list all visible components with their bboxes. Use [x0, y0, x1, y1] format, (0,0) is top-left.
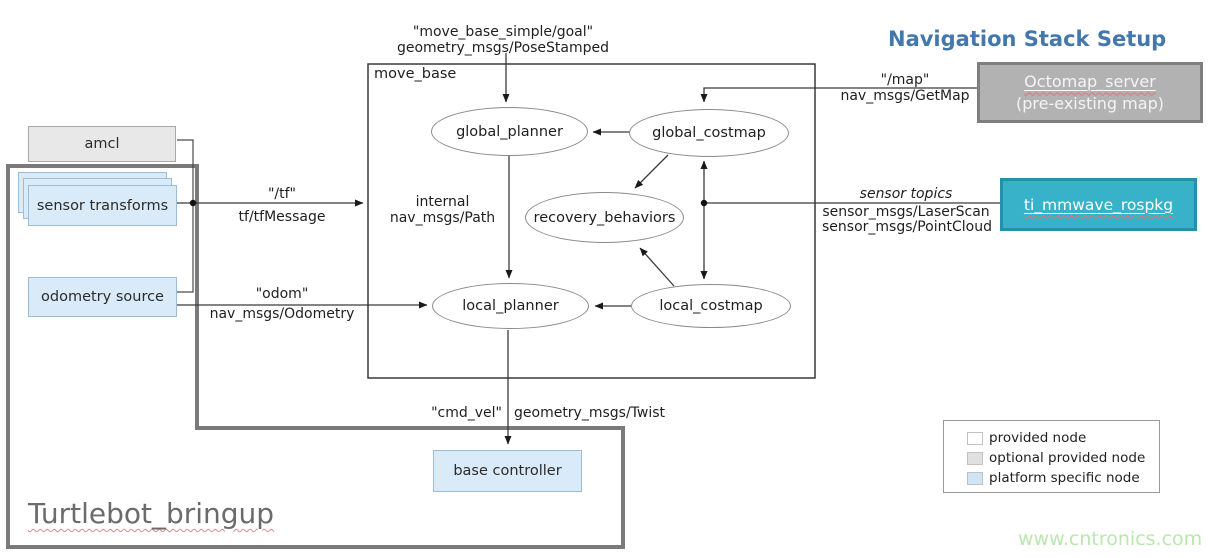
node-odometry-source: odometry source	[28, 277, 177, 317]
move-base-frame	[367, 63, 816, 379]
node-ti-mmwave-rospkg: ti_mmwave_rospkg	[1000, 178, 1197, 231]
turtlebot-bringup-label: Turtlebot_bringup	[28, 497, 275, 530]
node-octomap-server: Octomap_server (pre-existing map)	[977, 62, 1203, 123]
internal-type: nav_msgs/Path	[389, 210, 496, 226]
tf-bus-connector	[177, 139, 194, 293]
cmdvel-topic: "cmd_vel"	[431, 405, 502, 421]
legend-swatch-optional	[967, 451, 983, 465]
node-local-planner: local_planner	[432, 283, 589, 329]
sensor-type-laserscan: sensor_msgs/LaserScan	[822, 204, 990, 220]
odom-type: nav_msgs/Odometry	[209, 306, 355, 322]
legend-label-platform: platform specific node	[989, 470, 1140, 486]
legend-row-platform: platform specific node	[967, 470, 1151, 486]
move-base-frame-label: move_base	[374, 66, 457, 82]
odom-topic: "odom"	[255, 286, 309, 302]
legend-label-provided: provided node	[989, 430, 1087, 446]
map-type: nav_msgs/GetMap	[840, 88, 970, 104]
tf-type: tf/tfMessage	[238, 209, 326, 225]
legend-label-optional: optional provided node	[989, 450, 1146, 466]
watermark: www.cntronics.com	[1018, 528, 1203, 550]
legend: provided node optional provided node pla…	[943, 420, 1160, 493]
tf-junction-dot	[189, 199, 197, 207]
cmdvel-type: geometry_msgs/Twist	[514, 405, 666, 421]
node-global-planner-label: global_planner	[456, 123, 563, 140]
node-odometry-source-label: odometry source	[41, 289, 164, 305]
node-recovery-behaviors: recovery_behaviors	[525, 192, 684, 243]
node-local-planner-label: local_planner	[462, 298, 559, 314]
internal-path-labels: internal nav_msgs/Path	[380, 194, 505, 226]
node-global-costmap-label: global_costmap	[652, 125, 766, 141]
turtlebot-frame	[6, 164, 625, 549]
page-title: Navigation Stack Setup	[888, 27, 1167, 51]
node-local-costmap-label: local_costmap	[659, 298, 763, 314]
sensor-type-pointcloud: sensor_msgs/PointCloud	[822, 219, 992, 235]
node-octomap-server-subtitle: (pre-existing map)	[1016, 93, 1164, 113]
node-amcl: amcl	[28, 126, 176, 162]
goal-type: geometry_msgs/PoseStamped	[396, 40, 610, 56]
node-octomap-server-title: Octomap_server	[1024, 71, 1156, 91]
node-recovery-behaviors-label: recovery_behaviors	[533, 209, 676, 226]
legend-swatch-platform	[967, 471, 983, 485]
sensor-topics-label: sensor topics	[859, 186, 953, 202]
map-topic: "/map"	[880, 72, 930, 88]
map-topic-labels: "/map" nav_msgs/GetMap	[830, 72, 980, 104]
internal-label: internal	[415, 194, 470, 210]
goal-topic-labels: "move_base_simple/goal" geometry_msgs/Po…	[368, 24, 638, 56]
legend-row-provided: provided node	[967, 430, 1151, 446]
sensor-junction-dot	[700, 199, 708, 207]
node-sensor-transforms-label: sensor transforms	[36, 197, 169, 214]
legend-swatch-provided	[967, 431, 983, 445]
node-global-costmap: global_costmap	[629, 109, 789, 157]
node-amcl-label: amcl	[84, 136, 120, 152]
goal-topic: "move_base_simple/goal"	[412, 24, 594, 40]
node-base-controller: base controller	[433, 450, 582, 492]
node-base-controller-label: base controller	[453, 463, 562, 479]
node-local-costmap: local_costmap	[631, 284, 791, 328]
node-global-planner: global_planner	[431, 107, 588, 156]
legend-row-optional: optional provided node	[967, 450, 1151, 466]
node-sensor-transforms: sensor transforms	[28, 185, 177, 226]
node-ti-mmwave-label-wrap: ti_mmwave_rospkg	[1023, 195, 1174, 214]
tf-topic: "/tf"	[267, 186, 296, 202]
